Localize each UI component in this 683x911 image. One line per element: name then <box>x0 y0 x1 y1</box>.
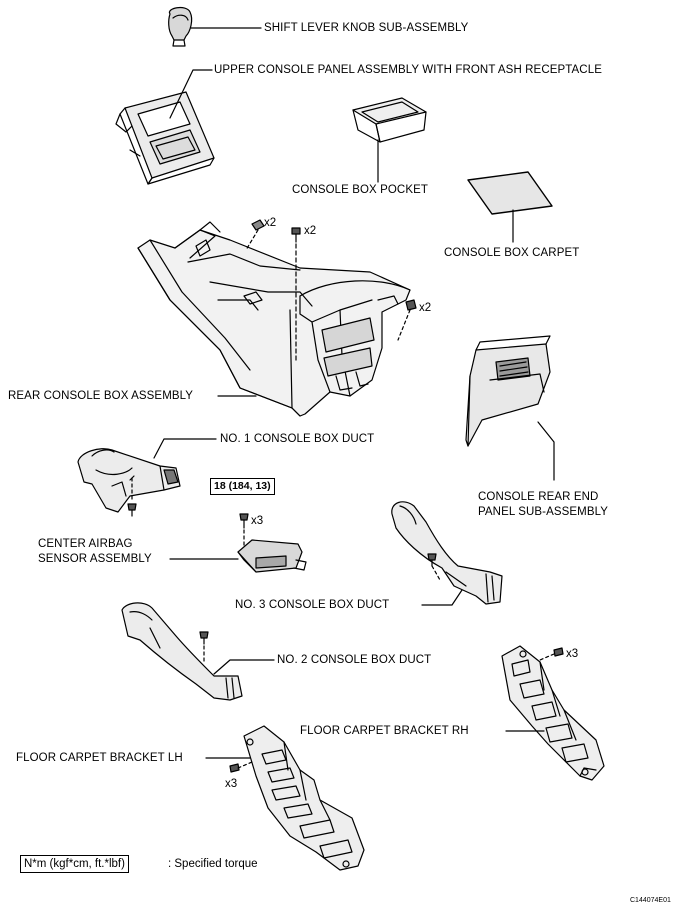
qty-screw-center: x2 <box>304 225 317 237</box>
center-airbag-sensor-part <box>237 539 307 573</box>
leader-rear-end-panel <box>537 421 555 481</box>
label-shift-knob: SHIFT LEVER KNOB SUB-ASSEMBLY <box>264 22 469 34</box>
label-console-box-pocket: CONSOLE BOX POCKET <box>292 184 428 196</box>
rh-screw <box>539 647 564 661</box>
label-no3-duct: NO. 3 CONSOLE BOX DUCT <box>235 599 390 611</box>
leader-duct3 <box>421 589 463 606</box>
label-rear-end-panel-1: CONSOLE REAR END <box>478 491 599 503</box>
figure-code: C144074E01 <box>630 897 671 904</box>
label-airbag-sensor-1: CENTER AIRBAG <box>38 538 133 550</box>
upper-console-panel-part <box>115 91 215 185</box>
label-no1-duct: NO. 1 CONSOLE BOX DUCT <box>220 433 375 445</box>
qty-airbag-bolts: x3 <box>251 515 264 527</box>
qty-rh-screws: x3 <box>566 648 579 660</box>
label-bracket-lh: FLOOR CARPET BRACKET LH <box>16 752 183 764</box>
leader-upper-panel <box>169 69 213 119</box>
duct3-screw <box>427 553 441 581</box>
lh-screw <box>229 761 253 773</box>
console-rear-end-panel-part <box>465 335 551 447</box>
duct2-screw <box>199 631 209 665</box>
label-rear-end-panel-2: PANEL SUB-ASSEMBLY <box>478 506 609 518</box>
label-no2-duct: NO. 2 CONSOLE BOX DUCT <box>277 654 432 666</box>
floor-carpet-bracket-rh-part <box>501 645 605 781</box>
leader-duct1 <box>153 438 217 459</box>
console-box-pocket-part <box>352 97 427 143</box>
label-airbag-sensor-2: SENSOR ASSEMBLY <box>38 553 152 565</box>
label-console-box-carpet: CONSOLE BOX CARPET <box>444 247 580 259</box>
qty-clip-left: x2 <box>264 217 277 229</box>
no3-console-box-duct-part <box>391 501 503 605</box>
qty-lh-screws: x3 <box>225 778 238 790</box>
duct1-screw <box>127 477 137 517</box>
airbag-bolt <box>239 513 249 549</box>
rear-console-box-part <box>137 221 411 417</box>
no2-console-box-duct-part <box>121 602 243 701</box>
torque-spec-box: 18 (184, 13) <box>210 478 275 495</box>
legend-torque-unit-box: N*m (kgf*cm, ft.*lbf) <box>20 855 129 873</box>
console-box-carpet-part <box>467 171 553 215</box>
qty-screw-right: x2 <box>419 302 432 314</box>
shift-knob-part <box>168 6 193 47</box>
legend-torque-description: : Specified torque <box>168 858 258 870</box>
no1-console-box-duct-part <box>77 448 181 513</box>
screw-right-fastener <box>397 299 417 341</box>
screw-center-fastener <box>291 227 301 361</box>
label-bracket-rh: FLOOR CARPET BRACKET RH <box>300 725 469 737</box>
label-rear-console-box: REAR CONSOLE BOX ASSEMBLY <box>8 390 194 402</box>
leader-duct2 <box>213 659 275 675</box>
label-upper-console-panel: UPPER CONSOLE PANEL ASSEMBLY WITH FRONT … <box>214 64 602 76</box>
clip-left-fastener <box>245 219 265 251</box>
floor-carpet-bracket-lh-part <box>243 725 365 871</box>
